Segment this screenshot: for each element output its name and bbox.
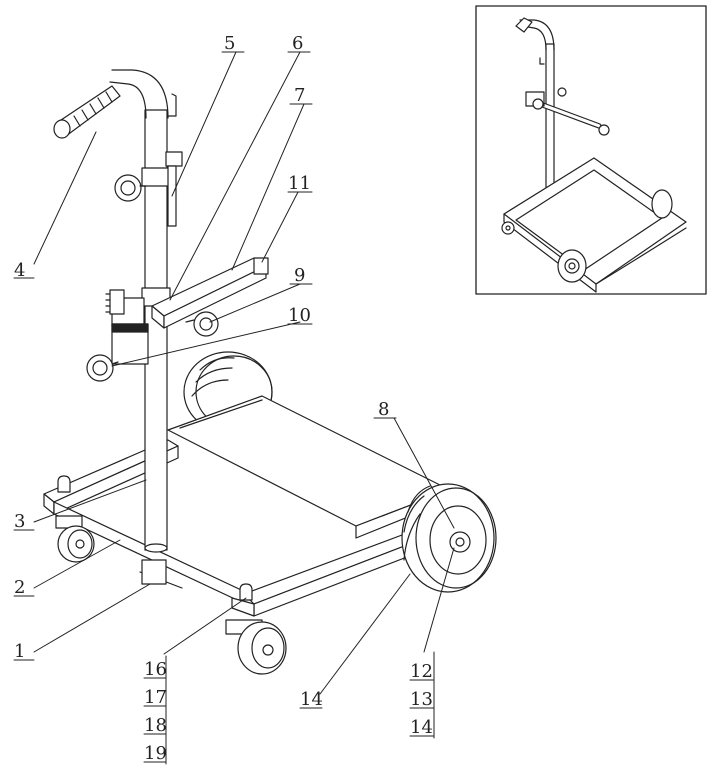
callout-11: 11 — [288, 173, 311, 194]
handle-grip — [53, 69, 169, 139]
callout-16: 14 — [300, 689, 323, 710]
callout-6: 6 — [292, 33, 303, 54]
lower-knob — [86, 354, 119, 382]
clamp-block — [111, 297, 149, 365]
callout-19: 18 — [144, 715, 167, 736]
callout-14: 14 — [410, 717, 433, 738]
callout-3: 3 — [14, 511, 25, 532]
callout-2: 2 — [14, 577, 25, 598]
hook — [167, 93, 177, 117]
callout-8: 8 — [378, 399, 389, 420]
inset-thumbnail — [475, 5, 707, 295]
upper-bracket — [165, 151, 183, 227]
callout-17: 16 — [144, 659, 167, 680]
callout-10: 10 — [288, 305, 311, 326]
callout-4: 4 — [14, 260, 25, 281]
callout-5: 5 — [224, 33, 235, 54]
front-wheel — [401, 483, 497, 593]
callout-18: 17 — [144, 687, 167, 708]
caster-front — [225, 619, 287, 675]
clamp-gear-knob — [105, 289, 125, 315]
callout-1: 1 — [14, 641, 25, 662]
leader-lines — [13, 51, 455, 765]
callout-20: 19 — [144, 743, 167, 764]
column-foot — [141, 559, 167, 585]
callout-7: 7 — [294, 85, 305, 106]
column — [141, 109, 171, 553]
callout-9: 9 — [294, 265, 305, 286]
upper-knob — [114, 174, 147, 202]
caster-rear — [55, 515, 95, 563]
arm-knob — [185, 311, 219, 337]
callout-12: 12 — [410, 661, 433, 682]
horizontal-arm — [151, 257, 269, 329]
frame-bolts — [57, 475, 253, 601]
callout-13: 13 — [410, 689, 433, 710]
